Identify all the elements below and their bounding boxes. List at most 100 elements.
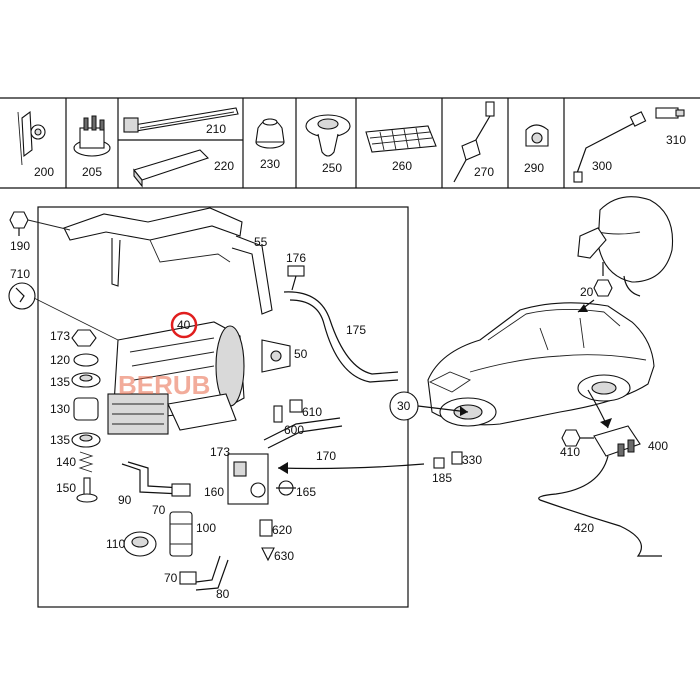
label-70b: 70 <box>164 571 178 585</box>
leader-190 <box>27 219 71 231</box>
label-260: 260 <box>392 159 412 173</box>
label-130: 130 <box>50 402 70 416</box>
clip-70b <box>179 571 197 585</box>
label-30: 30 <box>397 399 411 413</box>
label-120: 120 <box>50 353 70 367</box>
label-40: 40 <box>177 318 191 332</box>
nut-610 <box>289 399 303 413</box>
bolt-410 <box>561 429 594 447</box>
arrow-to-valve <box>277 463 425 470</box>
label-20: 20 <box>580 285 594 299</box>
part-260-grille-icon <box>365 125 437 153</box>
label-55: 55 <box>254 235 268 249</box>
label-176: 176 <box>286 251 306 265</box>
hose-90-outline <box>127 461 183 489</box>
label-630: 630 <box>274 549 294 563</box>
label-135b: 135 <box>50 433 70 447</box>
label-170: 170 <box>316 449 336 463</box>
mount-135a <box>71 372 101 388</box>
label-610: 610 <box>302 405 322 419</box>
part-270-sensor-icon <box>453 101 495 183</box>
pin-600 <box>273 405 283 423</box>
bolt-20 <box>593 262 613 297</box>
hose-175-outline <box>289 299 399 383</box>
hose-170 <box>263 417 341 441</box>
label-175: 175 <box>346 323 366 337</box>
level-sensor-400 <box>593 425 641 457</box>
fitting-185 <box>433 457 445 469</box>
label-160: 160 <box>204 485 224 499</box>
washer-120 <box>73 353 99 367</box>
part-200-clip-icon <box>17 110 46 166</box>
label-270: 270 <box>474 165 494 179</box>
arrow-head-tank <box>578 304 588 312</box>
bolt-150 <box>76 477 98 503</box>
bracket-55 <box>63 207 273 315</box>
spring-140 <box>78 451 94 473</box>
label-70a: 70 <box>152 503 166 517</box>
label-50: 50 <box>294 347 308 361</box>
leader-710 <box>33 297 119 341</box>
label-220: 220 <box>214 159 234 173</box>
label-200: 200 <box>34 165 54 179</box>
hose-80-outline <box>195 559 229 591</box>
clip-176 <box>287 265 305 291</box>
label-140: 140 <box>56 455 76 469</box>
part-210-cable-tie-icon <box>123 107 239 133</box>
clip-630 <box>261 547 275 562</box>
arrow-head-sensor <box>600 418 612 428</box>
arrow-30-to-car <box>417 405 469 413</box>
part-205-connector-icon <box>73 115 111 157</box>
bolt-190 <box>9 211 29 236</box>
cable-420 <box>538 455 662 557</box>
label-290: 290 <box>524 161 544 175</box>
label-420: 420 <box>574 521 594 535</box>
fitting-330 <box>451 451 463 465</box>
label-173b: 173 <box>210 445 230 459</box>
mount-135b <box>71 432 101 448</box>
bracket-50 <box>261 339 291 373</box>
part-300-rod-icon <box>573 111 647 183</box>
arrow-head-valve <box>278 462 288 474</box>
label-710: 710 <box>10 267 30 281</box>
label-190: 190 <box>10 239 30 253</box>
top-row-frame <box>0 97 700 189</box>
label-100: 100 <box>196 521 216 535</box>
label-173a: 173 <box>50 329 70 343</box>
bolt-165 <box>276 480 296 496</box>
label-330: 330 <box>462 453 482 467</box>
part-230-buffer-icon <box>255 118 285 149</box>
label-205: 205 <box>82 165 102 179</box>
wrench-icon <box>8 282 36 310</box>
valve-620 <box>259 519 273 537</box>
clip-70a <box>171 483 191 497</box>
label-110: 110 <box>106 537 125 551</box>
compressor-40 <box>107 321 245 435</box>
label-90: 90 <box>118 493 132 507</box>
label-165: 165 <box>296 485 316 499</box>
car-body <box>427 302 655 427</box>
label-620: 620 <box>272 523 292 537</box>
arrow-head-30 <box>460 406 468 416</box>
label-230: 230 <box>260 157 280 171</box>
part-220-strip-icon <box>133 149 210 188</box>
valve-block-160 <box>227 453 269 505</box>
label-250: 250 <box>322 161 342 175</box>
hose-80 <box>195 555 221 583</box>
label-80: 80 <box>216 587 230 601</box>
label-400: 400 <box>648 439 668 453</box>
hose-170-outline <box>267 425 343 449</box>
nut-173a <box>71 329 97 347</box>
hose-175 <box>283 291 399 375</box>
label-600: 600 <box>284 423 304 437</box>
label-210: 210 <box>206 122 226 136</box>
air-tank <box>577 196 674 283</box>
label-300: 300 <box>592 159 612 173</box>
filter-100 <box>169 511 193 557</box>
tank-strap <box>623 275 641 297</box>
watermark: BERUB <box>118 370 210 400</box>
part-310-plug-icon <box>655 107 685 119</box>
label-310: 310 <box>666 133 686 147</box>
highlight-circle-40 <box>170 311 198 339</box>
